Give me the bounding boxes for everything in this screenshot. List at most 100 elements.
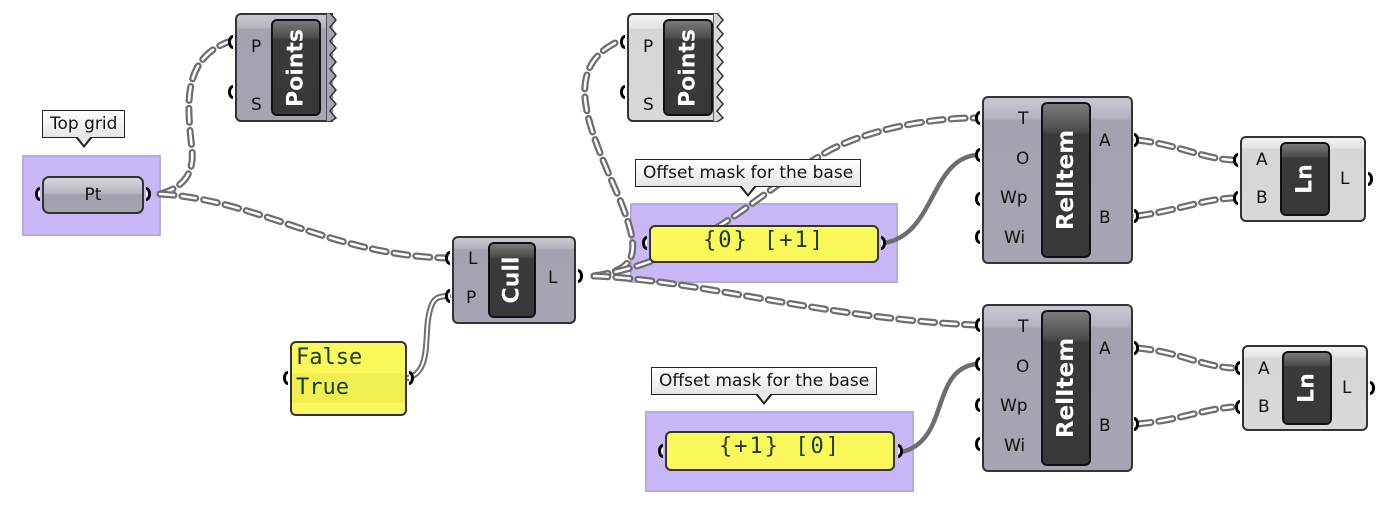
ln1-input-b-label: B <box>1256 188 1268 208</box>
points1-component[interactable]: P S Points <box>235 13 333 122</box>
points2-input-p-grip[interactable] <box>620 35 625 49</box>
ln1-core: Ln <box>1280 142 1330 216</box>
cull-component[interactable]: L P Cull L <box>452 236 576 324</box>
relitem1-input-t-grip[interactable] <box>975 111 980 125</box>
wire-pt-to-points1[interactable] <box>156 38 232 198</box>
group-label-top-grid: Top grid <box>42 110 126 148</box>
group-label-mask-1: Offset mask for the base <box>635 159 862 197</box>
points2-name: Points <box>675 28 701 107</box>
group-label-mask-2: Offset mask for the base <box>651 367 878 405</box>
mask1-panel[interactable]: {0} [+1] <box>649 225 879 263</box>
ln2-input-a-grip[interactable] <box>1235 361 1240 375</box>
relitem2-name: RelItem <box>1053 337 1079 439</box>
points2-input-s-grip[interactable] <box>620 85 625 99</box>
cull-output-l-grip[interactable] <box>578 269 583 283</box>
mask1-input-grip[interactable] <box>642 236 647 250</box>
ln2-core: Ln <box>1282 351 1332 425</box>
cull-output-l-label: L <box>548 268 558 288</box>
wire-relitem2-b-to-ln2-b[interactable] <box>1133 403 1236 428</box>
points2-component[interactable]: P S Points <box>627 13 717 122</box>
cull-core: Cull <box>488 242 536 318</box>
pattern-value-0: False <box>296 345 363 370</box>
points1-input-s-grip[interactable] <box>228 85 233 99</box>
ln2-output-l-grip[interactable] <box>1370 381 1375 395</box>
pt-label: Pt <box>84 185 102 205</box>
relitem2-core: RelItem <box>1041 310 1091 466</box>
ln2-component[interactable]: A B Ln L <box>1242 345 1368 431</box>
mask2-output-grip[interactable] <box>898 444 903 458</box>
wire-mask1-to-relitem1-o[interactable] <box>881 152 979 246</box>
cull-name: Cull <box>499 256 525 304</box>
cull-input-p-label: P <box>466 288 477 308</box>
relitem2-input-o-label: O <box>1016 357 1030 377</box>
ln2-name: Ln <box>1294 373 1320 403</box>
wire-pattern-to-cull-p[interactable] <box>405 293 451 381</box>
ln1-output-l-label: L <box>1340 169 1350 189</box>
ln1-output-l-grip[interactable] <box>1368 172 1373 186</box>
points2-zigzag-edge <box>713 13 725 122</box>
relitem1-component[interactable]: T O Wp Wi RelItem A B <box>982 96 1133 264</box>
relitem2-component[interactable]: T O Wp Wi RelItem A B <box>982 304 1133 472</box>
relitem1-input-wi-grip[interactable] <box>975 230 980 244</box>
wire-mask2-to-relitem2-o[interactable] <box>899 361 979 455</box>
wire-cull-to-points2[interactable] <box>581 38 637 280</box>
relitem2-input-t-grip[interactable] <box>975 318 980 332</box>
relitem2-input-wi-grip[interactable] <box>975 437 980 451</box>
points1-input-s-label: S <box>251 95 262 115</box>
points2-input-p-label: P <box>643 37 654 57</box>
relitem2-output-b-label: B <box>1099 416 1111 436</box>
wire-cull-to-relitem2-t[interactable] <box>590 272 979 329</box>
wire-relitem2-a-to-ln2-a[interactable] <box>1133 344 1236 372</box>
mask2-input-grip[interactable] <box>658 444 663 458</box>
pt-output-grip[interactable] <box>146 187 151 201</box>
relitem1-input-t-label: T <box>1018 109 1029 129</box>
cull-input-p-grip[interactable] <box>445 289 450 303</box>
ln1-component[interactable]: A B Ln L <box>1240 136 1366 222</box>
wire-relitem1-a-to-ln1-a[interactable] <box>1133 136 1236 164</box>
ln1-input-a-grip[interactable] <box>1233 153 1238 167</box>
pattern-value-1: True <box>292 373 405 403</box>
wire-relitem1-b-to-ln1-b[interactable] <box>1133 194 1236 220</box>
relitem1-name: RelItem <box>1053 129 1079 231</box>
ln1-input-a-label: A <box>1256 150 1268 170</box>
pattern-input-grip[interactable] <box>283 371 288 385</box>
relitem2-output-a-grip[interactable] <box>1134 341 1139 355</box>
pattern-panel[interactable]: False True <box>290 341 407 416</box>
relitem1-output-b-label: B <box>1099 208 1111 228</box>
pt-input-grip[interactable] <box>35 187 40 201</box>
points1-core: Points <box>271 19 321 116</box>
mask2-panel[interactable]: {+1} [0] <box>665 431 895 471</box>
points1-name: Points <box>283 28 309 107</box>
pt-component[interactable]: Pt <box>42 176 144 214</box>
relitem2-input-wp-label: Wp <box>1000 396 1028 416</box>
relitem2-input-wp-grip[interactable] <box>975 398 980 412</box>
points2-core: Points <box>663 19 713 116</box>
ln2-input-b-grip[interactable] <box>1235 400 1240 414</box>
relitem2-input-wi-label: Wi <box>1004 436 1026 456</box>
relitem1-input-o-label: O <box>1016 149 1030 169</box>
relitem1-output-a-grip[interactable] <box>1134 133 1139 147</box>
points1-zigzag-edge <box>326 13 338 122</box>
relitem1-input-wi-label: Wi <box>1004 228 1026 248</box>
relitem1-output-a-label: A <box>1099 131 1111 151</box>
points1-input-p-grip[interactable] <box>228 35 233 49</box>
ln2-input-a-label: A <box>1258 359 1270 379</box>
mask2-value: {+1} [0] <box>719 434 841 459</box>
relitem2-input-o-grip[interactable] <box>975 357 980 371</box>
cull-input-l-label: L <box>468 249 478 269</box>
points1-input-p-label: P <box>251 37 262 57</box>
pattern-output-grip[interactable] <box>409 371 414 385</box>
wire-pt-to-cull-l[interactable] <box>156 190 450 262</box>
relitem1-core: RelItem <box>1041 102 1091 258</box>
mask1-output-grip[interactable] <box>881 236 886 250</box>
ln2-output-l-label: L <box>1342 378 1352 398</box>
relitem2-input-t-label: T <box>1018 317 1029 337</box>
relitem1-input-o-grip[interactable] <box>975 148 980 162</box>
ln1-input-b-grip[interactable] <box>1233 191 1238 205</box>
ln1-name: Ln <box>1292 164 1318 194</box>
relitem1-input-wp-grip[interactable] <box>975 192 980 206</box>
cull-input-l-grip[interactable] <box>445 251 450 265</box>
relitem1-output-b-grip[interactable] <box>1134 209 1139 223</box>
relitem2-output-b-grip[interactable] <box>1134 417 1139 431</box>
